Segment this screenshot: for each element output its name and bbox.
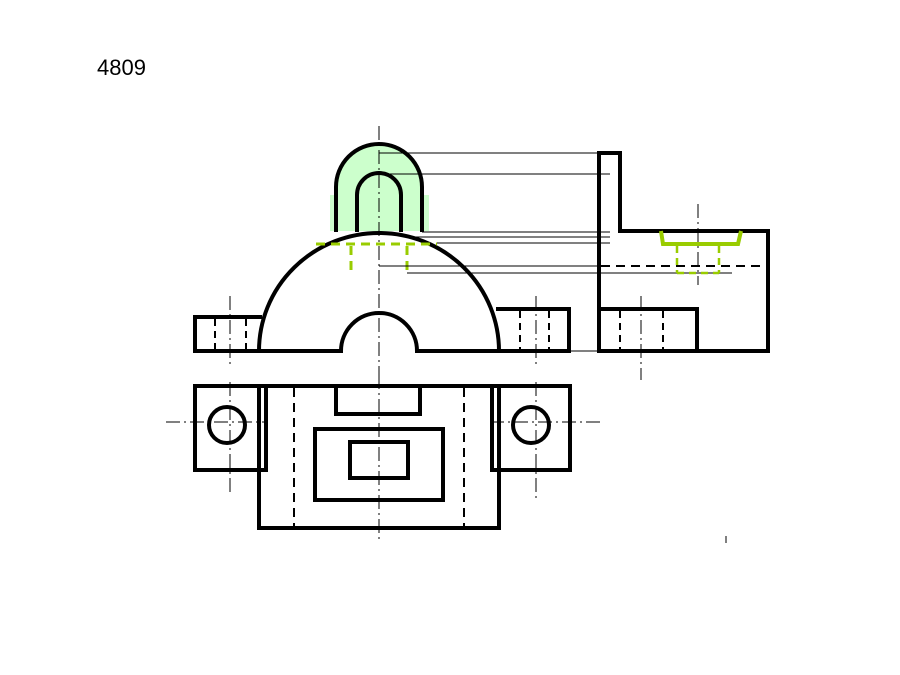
top-right-lug: [490, 384, 572, 472]
lug-hidden-lines: [214, 311, 550, 350]
front-view: [193, 126, 571, 375]
top-notch: [334, 386, 422, 416]
projection-lines: [379, 152, 732, 352]
top-view: [166, 375, 600, 542]
highlight-hidden-lines: [316, 242, 437, 273]
right-lug: [496, 307, 571, 353]
side-slot-highlight: [659, 230, 743, 246]
side-slot-hidden-lines: [675, 246, 721, 275]
side-outline: [597, 151, 770, 353]
top-left-lug: [193, 384, 268, 472]
boss-inner-outline: [355, 171, 403, 232]
right-lug-hole: [511, 405, 551, 445]
front-center-lines: [229, 126, 537, 375]
left-lug-hole: [207, 405, 247, 445]
side-lug-hidden-lines: [619, 311, 664, 350]
side-lug: [599, 307, 699, 351]
left-lug: [193, 315, 262, 353]
top-center-lines: [166, 375, 600, 542]
side-view: [597, 151, 770, 380]
drawing-label: 4809: [97, 55, 146, 80]
top-hidden-lines: [293, 388, 465, 526]
side-center-lines: [640, 204, 699, 380]
